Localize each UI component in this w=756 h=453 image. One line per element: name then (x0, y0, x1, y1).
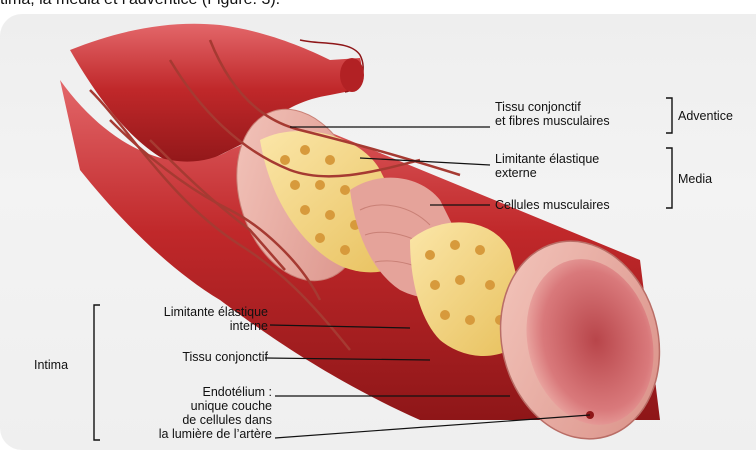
label-line: Limitante élastique (108, 305, 268, 319)
label-line: externe (495, 166, 599, 180)
label-line: Limitante élastique (495, 152, 599, 166)
label-line: Endotélium : (100, 385, 272, 399)
label-line: la lumière de l’artère (100, 427, 272, 441)
label-intima: Intima (34, 358, 68, 372)
label-line: et fibres musculaires (495, 114, 610, 128)
label-elastic-internal: Limitante élastique interne (108, 305, 268, 333)
label-muscle-cells: Cellules musculaires (495, 198, 610, 212)
label-adventice-tissue: Tissu conjonctif et fibres musculaires (495, 100, 610, 128)
label-elastic-external: Limitante élastique externe (495, 152, 599, 180)
label-line: unique couche (100, 399, 272, 413)
right-brackets (666, 98, 672, 208)
label-adventice: Adventice (678, 109, 733, 123)
label-line: interne (108, 319, 268, 333)
label-line: de cellules dans (100, 413, 272, 427)
label-media: Media (678, 172, 712, 186)
label-intima-tissue: Tissu conjonctif (108, 350, 268, 364)
label-endothelium: Endotélium : unique couche de cellules d… (100, 385, 272, 441)
label-line: Tissu conjonctif (495, 100, 610, 114)
